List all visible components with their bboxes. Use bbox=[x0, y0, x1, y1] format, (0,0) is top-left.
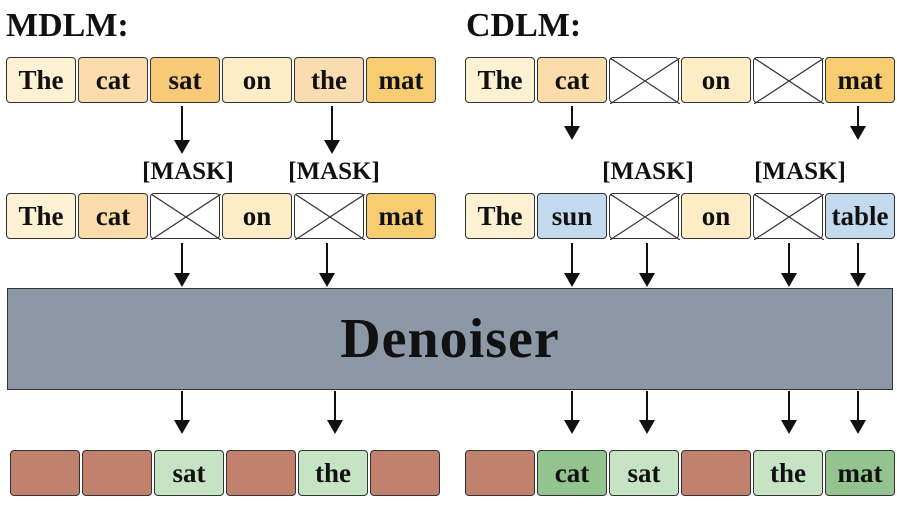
mdlm-output-token: sat bbox=[154, 450, 224, 496]
cdlm-input-token: cat bbox=[537, 57, 607, 103]
cdlm-output-token bbox=[681, 450, 751, 496]
cdlm-masked-token: on bbox=[681, 193, 751, 239]
to-denoiser-arrow bbox=[781, 243, 797, 287]
mdlm-input-token: sat bbox=[150, 57, 220, 103]
cdlm-arrow bbox=[564, 106, 580, 140]
from-denoiser-arrow bbox=[327, 391, 343, 434]
cdlm-output-token: sat bbox=[609, 450, 679, 496]
mdlm-mask-arrow bbox=[324, 106, 340, 154]
mdlm-input-token: cat bbox=[78, 57, 148, 103]
mdlm-output-token bbox=[226, 450, 296, 496]
from-denoiser-arrow bbox=[639, 391, 655, 434]
mdlm-masked-token: cat bbox=[78, 193, 148, 239]
to-denoiser-arrow bbox=[564, 243, 580, 287]
mdlm-output-token bbox=[370, 450, 440, 496]
from-denoiser-arrow bbox=[781, 391, 797, 434]
mask-cross-icon bbox=[151, 194, 221, 240]
cdlm-heading: CDLM: bbox=[466, 7, 582, 44]
from-denoiser-arrow bbox=[850, 391, 866, 434]
mask-cross-icon bbox=[610, 58, 680, 104]
to-denoiser-arrow bbox=[174, 243, 190, 287]
mdlm-input-token: The bbox=[6, 57, 76, 103]
cdlm-mask-token bbox=[753, 57, 824, 104]
mdlm-input-token: on bbox=[222, 57, 292, 103]
mdlm-heading: MDLM: bbox=[6, 7, 129, 44]
mdlm-masked-token: The bbox=[6, 193, 76, 239]
mdlm-output-row: sat the bbox=[10, 450, 440, 496]
cdlm-mask-token bbox=[609, 193, 680, 240]
mdlm-mask-arrow bbox=[174, 106, 190, 154]
cdlm-masked-token: sun bbox=[537, 193, 607, 239]
mdlm-masked-row: The cat on mat bbox=[6, 193, 436, 240]
cdlm-arrow bbox=[850, 106, 866, 140]
denoiser-block: Denoiser bbox=[7, 288, 893, 390]
mask-cross-icon bbox=[754, 194, 824, 240]
mdlm-output-token bbox=[82, 450, 152, 496]
mdlm-input-row: The cat sat on the mat bbox=[6, 57, 436, 103]
mdlm-output-token: the bbox=[298, 450, 368, 496]
cdlm-output-token bbox=[465, 450, 535, 496]
cdlm-mask-token bbox=[753, 193, 824, 240]
mask-cross-icon bbox=[295, 194, 365, 240]
cdlm-masked-token: The bbox=[465, 193, 535, 239]
from-denoiser-arrow bbox=[564, 391, 580, 434]
mask-cross-icon bbox=[754, 58, 824, 104]
to-denoiser-arrow bbox=[850, 243, 866, 287]
mdlm-input-token: mat bbox=[366, 57, 436, 103]
mdlm-output-token bbox=[10, 450, 80, 496]
cdlm-masked-row: The sun on table bbox=[465, 193, 895, 240]
from-denoiser-arrow bbox=[174, 391, 190, 434]
cdlm-masked-token: table bbox=[825, 193, 895, 239]
mdlm-masked-token: mat bbox=[366, 193, 436, 239]
to-denoiser-arrow bbox=[639, 243, 655, 287]
mdlm-input-token: the bbox=[294, 57, 364, 103]
cdlm-input-row: The cat on mat bbox=[465, 57, 895, 104]
mask-label: [MASK] bbox=[754, 158, 846, 185]
mdlm-mask-token bbox=[294, 193, 365, 240]
cdlm-output-token: mat bbox=[825, 450, 895, 496]
cdlm-output-token: cat bbox=[537, 450, 607, 496]
mask-label: [MASK] bbox=[142, 158, 234, 185]
cdlm-output-row: cat sat the mat bbox=[465, 450, 895, 496]
cdlm-input-token: mat bbox=[825, 57, 895, 103]
mdlm-mask-token bbox=[150, 193, 221, 240]
cdlm-output-token: the bbox=[753, 450, 823, 496]
cdlm-input-token: on bbox=[681, 57, 751, 103]
cdlm-input-token: The bbox=[465, 57, 535, 103]
mdlm-masked-token: on bbox=[222, 193, 292, 239]
mask-cross-icon bbox=[610, 194, 680, 240]
to-denoiser-arrow bbox=[319, 243, 335, 287]
mask-label: [MASK] bbox=[288, 158, 380, 185]
cdlm-mask-token bbox=[609, 57, 680, 104]
mask-label: [MASK] bbox=[602, 158, 694, 185]
denoiser-label: Denoiser bbox=[340, 308, 560, 370]
